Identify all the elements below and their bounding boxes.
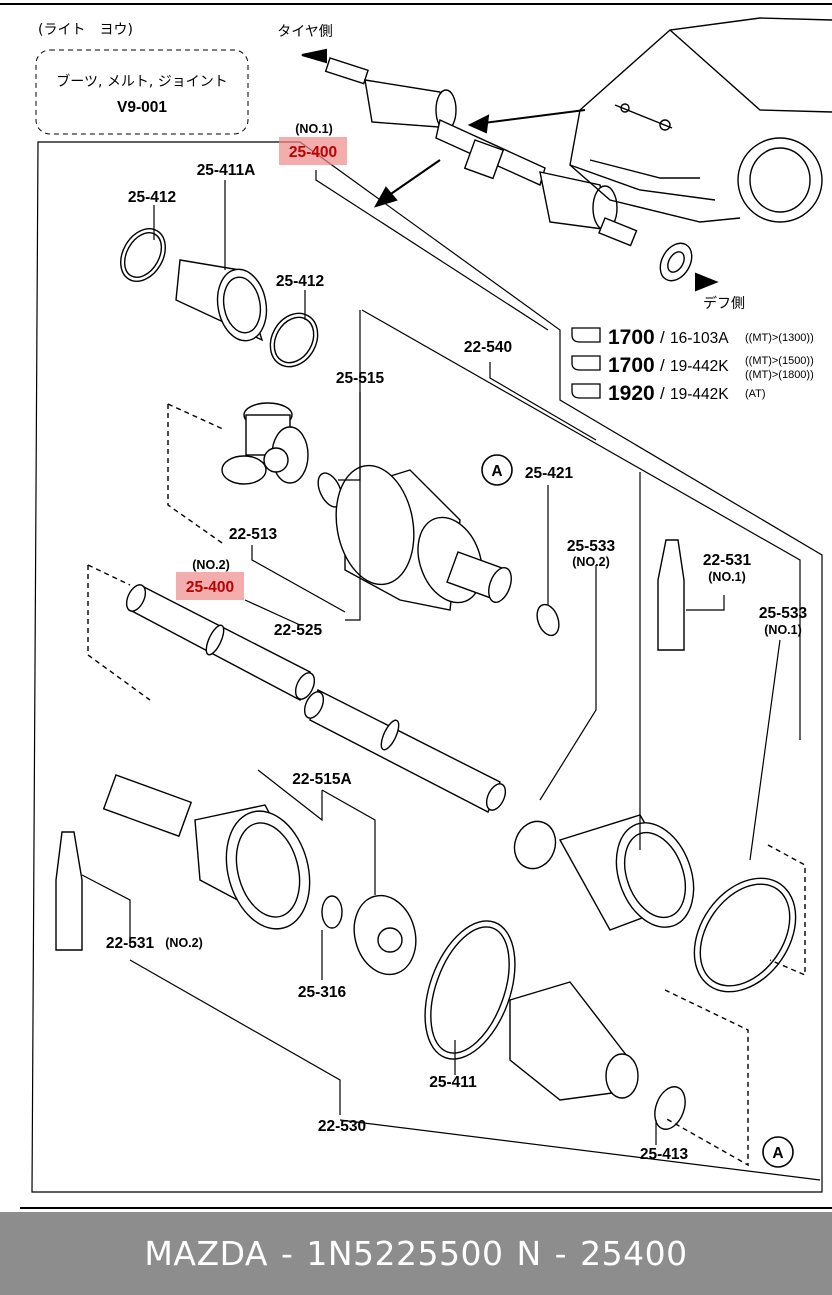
- grease-tube-22-531-no2: [55, 831, 83, 951]
- label-25-412-b: 25-412: [276, 273, 324, 290]
- outer-joint-22-515A: [102, 774, 311, 930]
- label-22-530: 22-530: [318, 1118, 366, 1135]
- highlight-25-400-no1: [279, 137, 347, 165]
- tripod-joint-22-513: [167, 402, 309, 546]
- label-25-400-no2-tag: (NO.2): [192, 558, 230, 572]
- exploded-view-drawing: (ライト ヨウ) ブーツ, メルト, ジョイント V9-001 タイヤ側 デフ側…: [0, 3, 832, 1209]
- title-jp: (ライト ヨウ): [38, 22, 133, 38]
- ref-slash-3: /: [660, 384, 665, 403]
- label-22-525: 22-525: [274, 622, 323, 639]
- label-25-316: 25-316: [298, 984, 347, 1001]
- label-25-411A: 25-411A: [197, 162, 256, 179]
- boot-25-411A: [120, 228, 319, 368]
- ref-slash-2: /: [660, 356, 665, 375]
- drive-shaft: [87, 564, 507, 813]
- label-25-421: 25-421: [525, 465, 574, 482]
- ref-code-2: 19-442K: [670, 358, 729, 375]
- clip-25-421: [536, 603, 560, 637]
- label-25-411: 25-411: [429, 1074, 477, 1091]
- label-22-515A: 22-515A: [292, 771, 351, 788]
- circlip-25-316: [321, 895, 343, 929]
- housing-inner-joint: [335, 464, 512, 611]
- label-25-533-no1-tag: (NO.1): [764, 623, 802, 637]
- ref-cond-3: (AT): [745, 388, 766, 400]
- pointing-hand-icons: [571, 327, 601, 399]
- boot-inner: [513, 814, 806, 993]
- group-box: [35, 49, 249, 135]
- assembled-shaft-illustration: [324, 57, 693, 282]
- ref-cond-2b: ((MT)>(1800)): [745, 369, 814, 381]
- ref-page-1: 1700: [608, 326, 655, 349]
- label-25-515: 25-515: [336, 370, 385, 387]
- label-25-400-no1-tag: (NO.1): [295, 122, 333, 136]
- label-22-531-no1: 22-531: [703, 552, 752, 569]
- ref-code-1: 16-103A: [670, 330, 729, 347]
- label-22-531-no2: 22-531: [106, 935, 155, 952]
- direction-arrows: [301, 48, 719, 292]
- ref-code-3: 19-442K: [670, 386, 729, 403]
- ref-page-2: 1700: [608, 354, 655, 377]
- tire-side-label: タイヤ側: [277, 24, 333, 40]
- part-number-footer: MAZDA - 1N5225500 N - 25400: [0, 1212, 832, 1295]
- label-25-533-no2-tag: (NO.2): [572, 555, 610, 569]
- parts-diagram: (ライト ヨウ) ブーツ, メルト, ジョイント V9-001 タイヤ側 デフ側…: [0, 3, 832, 1209]
- label-22-540: 22-540: [464, 339, 512, 356]
- label-22-513: 22-513: [229, 526, 278, 543]
- label-22-531-no2-tag: (NO.2): [165, 936, 203, 950]
- marker-a-text: A: [491, 463, 502, 480]
- ball-cage: [353, 894, 417, 976]
- label-25-400-no2: 25-400: [186, 579, 234, 596]
- label-25-413: 25-413: [640, 1146, 689, 1163]
- part-number-text: MAZDA - 1N5225500 N - 25400: [144, 1234, 688, 1273]
- label-25-533-no2: 25-533: [567, 538, 616, 555]
- ref-cond-2: ((MT)>(1500)): [745, 355, 814, 367]
- highlight-25-400-no2: [176, 572, 244, 600]
- ref-page-3: 1920: [608, 382, 655, 405]
- group-jp: ブーツ, メルト, ジョイント: [56, 73, 228, 90]
- label-25-412-a: 25-412: [128, 189, 176, 206]
- leader-lines: [81, 170, 821, 1181]
- ref-slash-1: /: [660, 328, 665, 347]
- diff-side-label: デフ側: [703, 295, 745, 312]
- grease-tube-22-531-no1: [657, 539, 685, 651]
- marker-a-circle: [481, 454, 513, 486]
- car-outline-illustration: [569, 17, 832, 223]
- label-22-531-no1-tag: (NO.1): [708, 570, 746, 584]
- group-code: V9-001: [117, 99, 167, 116]
- label-25-400-no1: 25-400: [289, 144, 337, 161]
- label-25-533-no1: 25-533: [759, 605, 808, 622]
- marker-a-circle-bottom: [762, 1136, 794, 1168]
- ref-cond-1: ((MT)>(1300)): [745, 332, 814, 344]
- marker-a-text-bottom: A: [772, 1145, 783, 1162]
- boot-outer: [424, 920, 749, 1167]
- assembly-frame: [31, 141, 823, 1193]
